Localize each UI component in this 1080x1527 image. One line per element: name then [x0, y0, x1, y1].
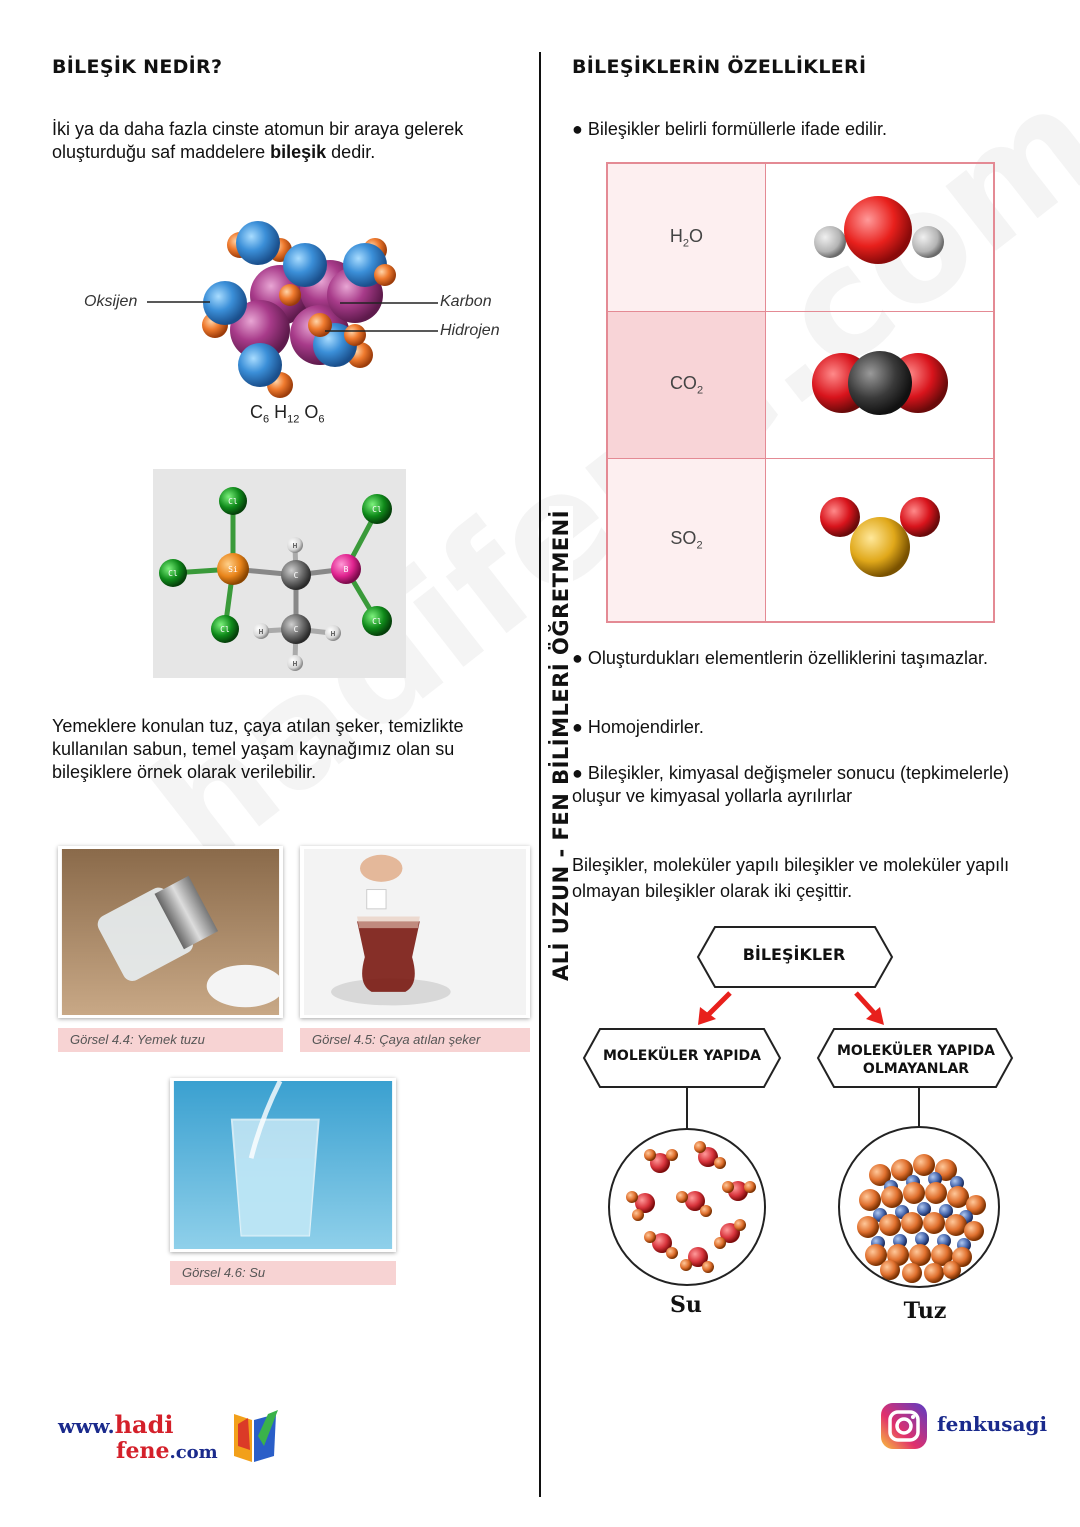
bullet-chemical-change: ● Bileşikler, kimyasal değişmeler sonucu… — [572, 763, 1010, 806]
svg-text:H: H — [331, 630, 335, 638]
so2-molecule-icon — [819, 497, 940, 578]
atom-cl: Cl — [228, 497, 238, 506]
bullet-properties: ● Oluşturdukları elementlerin özellikler… — [572, 648, 989, 668]
label-carbon: Karbon — [440, 293, 492, 310]
books-logo-icon — [234, 1410, 278, 1462]
diagram-nonmolecular-box — [816, 1028, 1014, 1088]
atom-c: C — [294, 571, 299, 580]
salt-lattice-icon — [838, 1126, 1000, 1288]
tea-sugar-photo — [300, 846, 530, 1018]
label-hydrogen: Hidrojen — [440, 322, 500, 339]
column-divider — [539, 52, 541, 1497]
svg-text:Cl: Cl — [220, 625, 230, 634]
glucose-molecule-model — [147, 221, 438, 398]
svg-text:Cl: Cl — [372, 617, 382, 626]
table-row: H2O — [606, 162, 995, 312]
svg-text:Cl: Cl — [372, 505, 382, 514]
diagram-molecular-box — [582, 1028, 782, 1088]
caption-tea: Görsel 4.5: Çaya atılan şeker — [300, 1028, 530, 1052]
caption-salt: Görsel 4.4: Yemek tuzu — [58, 1028, 283, 1052]
water-particles-icon — [608, 1128, 766, 1286]
definition-paragraph: İki ya da daha fazla cinste atomun bir a… — [52, 119, 464, 162]
compound-types-diagram — [582, 926, 1014, 1288]
right-heading: BİLEŞİKLERİN ÖZELLİKLERİ — [572, 56, 867, 78]
diagram-molecular-label: MOLEKÜLER YAPIDA — [603, 1048, 761, 1064]
atom-si: Si — [228, 565, 238, 574]
svg-text:H: H — [259, 628, 263, 636]
instagram-handle[interactable]: fenkusagi — [937, 1412, 1048, 1436]
h2o-molecule-icon — [813, 195, 944, 264]
table-row: CO2 — [606, 310, 995, 459]
co2-model-cell — [765, 310, 995, 459]
co2-molecule-icon — [811, 351, 948, 416]
h2o-model-cell — [765, 162, 995, 312]
label-oxygen: Oksijen — [84, 293, 138, 310]
bullet-formulas: ● Bileşikler belirli formüllerle ifade e… — [572, 119, 887, 139]
atom-b: B — [344, 565, 349, 574]
formula-cell-h2o: H2O — [606, 162, 766, 312]
diagram-root-box — [696, 926, 894, 988]
water-glass-photo — [170, 1078, 396, 1252]
brand-logo: www.hadi — [58, 1410, 174, 1439]
atom-h: H — [293, 542, 297, 550]
examples-paragraph: Yemeklere konulan tuz, çaya atılan şeker… — [52, 716, 464, 782]
salt-shaker-photo — [58, 846, 283, 1018]
left-heading: BİLEŞİK NEDİR? — [52, 56, 223, 78]
formula-table: H2O CO2 SO2 — [606, 162, 995, 623]
author-vertical-text: ALİ UZUN - FEN BİLİMLERİ ÖĞRETMENİ — [549, 505, 573, 985]
glucose-formula: C6 H12 O6 — [250, 402, 325, 426]
svg-text:Cl: Cl — [168, 569, 178, 578]
formula-cell-co2: CO2 — [606, 310, 766, 459]
so2-model-cell — [765, 457, 995, 623]
types-paragraph: Bileşikler, moleküler yapılı bileşikler … — [572, 855, 1010, 901]
glucose-atoms — [202, 221, 396, 398]
brand-logo-line2: fene.com — [116, 1438, 218, 1464]
definition-keyword: bileşik — [270, 142, 327, 162]
example-water-label: Su — [670, 1292, 702, 1318]
caption-water: Görsel 4.6: Su — [170, 1261, 396, 1285]
svg-text:H: H — [293, 660, 297, 668]
table-row: SO2 — [606, 457, 995, 623]
formula-cell-so2: SO2 — [606, 457, 766, 623]
svg-text:C: C — [294, 625, 299, 634]
diagram-root-label: BİLEŞİKLER — [742, 945, 846, 964]
example-salt-label: Tuz — [903, 1298, 947, 1324]
bullet-homogeneous: ● Homojendirler. — [572, 717, 704, 737]
instagram-icon[interactable] — [880, 1402, 928, 1450]
